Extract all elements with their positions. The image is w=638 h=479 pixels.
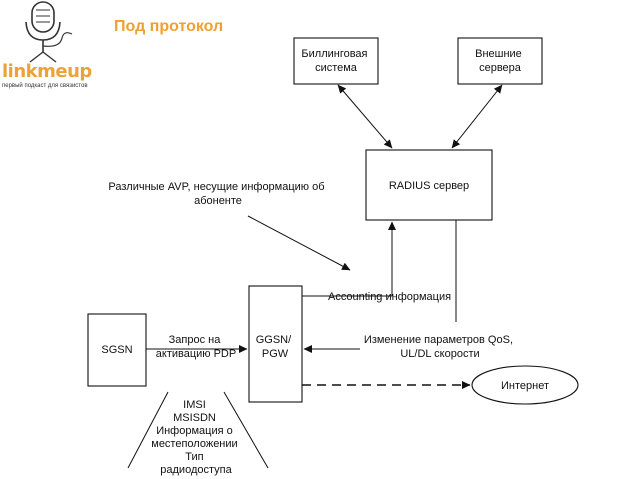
- external-line-2: сервера: [479, 62, 522, 74]
- logo-tagline: первый подкаст для связистов: [2, 83, 88, 89]
- qos-change-annotation: Изменение параметров QoS, UL/DL скорости: [364, 334, 516, 360]
- info-line-5: Тип: [185, 451, 203, 463]
- logo-wordmark: linkmeup: [2, 61, 92, 82]
- qos-line-1: Изменение параметров QoS,: [364, 334, 513, 346]
- info-line-1: IMSI: [183, 399, 206, 411]
- ggsn-pgw-box: [248, 285, 303, 403]
- avp-line-2: абоненте: [194, 195, 242, 207]
- pdp-line-2: активацию PDP: [156, 348, 236, 360]
- ggsn-line-2: PGW: [262, 348, 289, 360]
- info-line-3: Информация о: [156, 425, 233, 437]
- info-line-4: местеположении: [151, 438, 237, 450]
- billing-system-label: Биллинговая система: [301, 48, 370, 74]
- billing-system-box: [293, 37, 379, 85]
- microphone-icon: [25, 1, 73, 63]
- avp-annotation: Различные AVP, несущие информацию об або…: [108, 181, 327, 207]
- info-line-6: радиодоступа: [160, 464, 232, 476]
- sgsn-box: [87, 313, 147, 387]
- radius-server-box: [365, 149, 493, 221]
- billing-radius-arrow: [337, 84, 393, 149]
- external-servers-box: [457, 37, 543, 85]
- billing-line-1: Биллинговая: [301, 48, 367, 60]
- pdp-request-annotation: Запрос на активацию PDP: [156, 334, 236, 360]
- external-radius-arrow: [451, 84, 503, 149]
- accounting-annotation: Accounting информация: [328, 291, 451, 303]
- internet-ellipse: [471, 365, 579, 405]
- billing-line-2: система: [315, 62, 358, 74]
- external-servers-label: Внешние сервера: [475, 48, 525, 74]
- info-cone-right: [223, 391, 269, 469]
- avp-line-1: Различные AVP, несущие информацию об: [108, 181, 324, 193]
- external-line-1: Внешние: [475, 48, 522, 60]
- qos-line-2: UL/DL скорости: [400, 348, 479, 360]
- info-line-2: MSISDN: [173, 412, 216, 424]
- avp-pointer-arrow: [247, 215, 351, 271]
- info-cone-left: [127, 391, 169, 469]
- ggsn-line-1: GGSN/: [256, 334, 292, 346]
- sgsn-label: SGSN: [101, 344, 132, 356]
- ggsn-pgw-label: GGSN/ PGW: [256, 334, 295, 360]
- linkmeup-logo: linkmeup первый подкаст для связистов: [0, 0, 100, 100]
- internet-label: Интернет: [501, 380, 549, 392]
- pdp-line-1: Запрос на: [169, 334, 222, 346]
- radius-server-label: RADIUS сервер: [389, 180, 469, 192]
- slide-title: Под протокол: [114, 18, 224, 35]
- subscriber-info-annotation: IMSI MSISDN Информация о местеположении …: [151, 399, 240, 476]
